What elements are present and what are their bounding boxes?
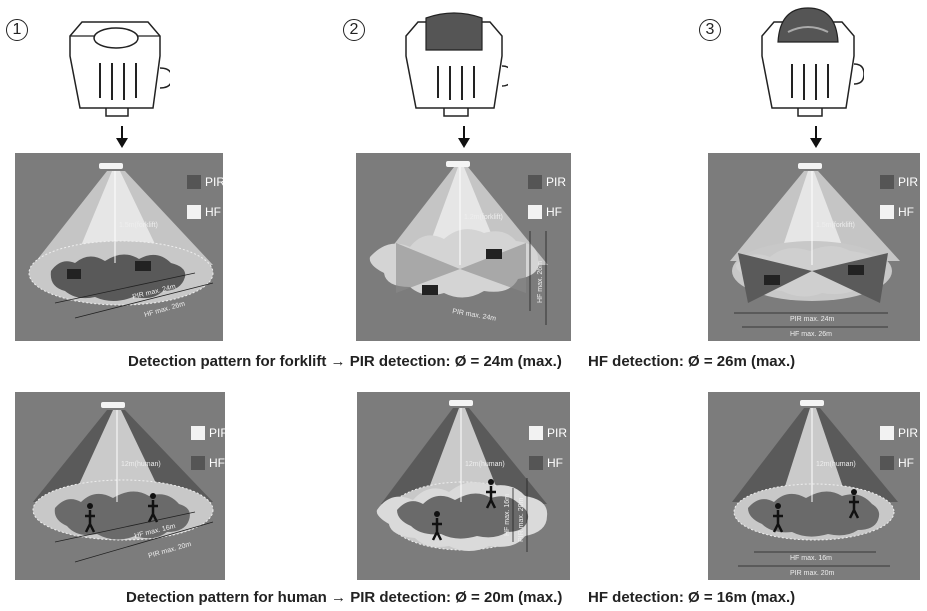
pir-dimension-label: PIR max. 20m xyxy=(518,497,525,542)
legend-pir: PIR xyxy=(880,426,918,440)
height-label: 12m(human) xyxy=(465,461,505,468)
legend-swatch-pir xyxy=(191,426,205,440)
hf-dimension-label: HF max. 26m xyxy=(537,261,544,303)
legend-hf: HF xyxy=(187,205,221,219)
legend-pir: PIR xyxy=(528,175,566,189)
legend-hf: HF xyxy=(880,205,914,219)
forklift-panel-2: 1.2m(forklift) PIR max. 24m HF max. 26m … xyxy=(356,153,571,341)
right-arrow-icon: → xyxy=(330,353,346,370)
sensor-flat-lens xyxy=(405,12,508,117)
human-panel-1: 12m(human) HF max. 16m PIR max. 20m PIR … xyxy=(15,392,229,580)
height-label: 1.2m(forklift) xyxy=(464,214,503,221)
caption-forklift-hf: HF detection: Ø = 26m (max.) xyxy=(588,353,796,370)
caption-forklift-pattern: Detection pattern for forklift → PIR det… xyxy=(128,353,562,370)
legend-swatch-pir xyxy=(528,175,542,189)
legend-pir: PIR xyxy=(529,426,567,440)
step-number-2: 2 xyxy=(343,19,365,41)
legend-swatch-pir xyxy=(529,426,543,440)
legend-pir: PIR xyxy=(191,426,229,440)
legend-swatch-hf xyxy=(528,205,542,219)
pir-dimension-label: PIR max. 24m xyxy=(452,308,497,323)
hf-dimension-label: HF max. 16m xyxy=(504,494,511,536)
legend-swatch-hf xyxy=(880,456,894,470)
pir-dimension-label: PIR max. 20m xyxy=(148,541,193,560)
legend-swatch-hf xyxy=(187,205,201,219)
legend-pir: PIR xyxy=(187,175,225,189)
sensor-tall-lens xyxy=(761,7,864,117)
legend-swatch-pir xyxy=(187,175,201,189)
height-label: 1.5m(forklift) xyxy=(816,222,855,229)
forklift-panel-1: 1.5m(forklift) PIR max. 24m HF max. 26m … xyxy=(15,153,225,341)
human-panel-3: 12m(human) HF max. 16m PIR max. 20m PIR … xyxy=(708,392,920,580)
legend-hf: HF xyxy=(529,456,563,470)
legend-hf: HF xyxy=(191,456,225,470)
legend-swatch-pir xyxy=(880,175,894,189)
down-arrow-icon xyxy=(458,126,470,148)
forklift-panel-3: 1.5m(forklift) PIR max. 24m HF max. 26m … xyxy=(708,153,920,341)
caption-human-hf: HF detection: Ø = 16m (max.) xyxy=(588,589,796,606)
legend-swatch-hf xyxy=(191,456,205,470)
human-panel-2: 12m(human) PIR max. 20m HF max. 16m PIR … xyxy=(357,392,570,580)
legend-hf: HF xyxy=(528,205,562,219)
height-label: 12m(human) xyxy=(121,461,161,468)
legend-swatch-hf xyxy=(880,205,894,219)
legend-swatch-pir xyxy=(880,426,894,440)
caption-human-pattern: Detection pattern for human → PIR detect… xyxy=(126,589,563,606)
hf-dimension-label: HF max. 16m xyxy=(790,555,832,562)
pir-dimension-label: PIR max. 24m xyxy=(790,316,835,323)
height-label: 1.5m(forklift) xyxy=(119,222,158,229)
legend-swatch-hf xyxy=(529,456,543,470)
legend-hf: HF xyxy=(880,456,914,470)
down-arrow-icon xyxy=(116,126,128,148)
sensor-dome-lens xyxy=(69,21,170,117)
right-arrow-icon: → xyxy=(331,589,347,606)
down-arrow-icon xyxy=(810,126,822,148)
step-number-3: 3 xyxy=(699,19,721,41)
hf-dimension-label: HF max. 26m xyxy=(790,331,832,338)
height-label: 12m(human) xyxy=(816,461,856,468)
legend-pir: PIR xyxy=(880,175,918,189)
pir-dimension-label: PIR max. 20m xyxy=(790,570,835,577)
step-number-1: 1 xyxy=(6,19,28,41)
